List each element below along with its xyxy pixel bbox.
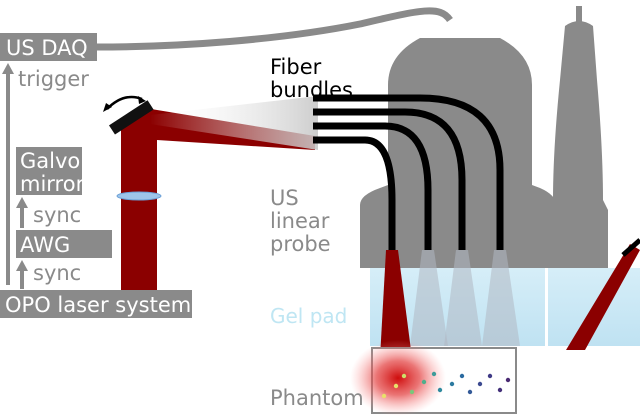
- opo-box: OPO laser system: [0, 290, 192, 318]
- fiber-bundles-label-line1: Fiber: [270, 55, 322, 79]
- sync-arrow-upper: [16, 197, 28, 228]
- fiber-beam-side-view: [566, 244, 640, 350]
- rotation-icon: [103, 95, 146, 112]
- sync-label-upper: sync: [33, 203, 81, 227]
- phantom-glow: [350, 340, 446, 416]
- active-beam: [380, 250, 412, 358]
- laser-beam-vertical: [121, 122, 157, 290]
- awg-label: AWG: [20, 233, 70, 257]
- galvo-label-line2: mirror: [20, 172, 85, 196]
- phantom-targets: [381, 371, 511, 399]
- fiber-bundles: [313, 94, 504, 250]
- us-probe-label-line3: probe: [270, 232, 331, 256]
- galvo-mirror: [108, 100, 154, 135]
- phantom-label: Phantom: [270, 386, 364, 410]
- trigger-arrow: [2, 63, 14, 285]
- sync-label-lower: sync: [33, 261, 81, 285]
- daq-cable: [96, 7, 453, 51]
- opo-label: OPO laser system: [5, 293, 191, 317]
- lens: [116, 191, 162, 201]
- scan-fan: [150, 96, 318, 150]
- trigger-label: trigger: [18, 67, 89, 91]
- us-probe-label-line2: linear: [270, 209, 330, 233]
- galvo-label-line1: Galvo: [20, 149, 80, 173]
- sync-arrow-lower: [16, 260, 28, 289]
- fiber-side-view: [621, 238, 640, 257]
- fiber-output-beams: [410, 250, 520, 346]
- us-probe-side-view: [548, 21, 608, 268]
- gel-pad-label: Gel pad: [270, 304, 347, 328]
- galvo-box: Galvo mirror: [16, 147, 85, 196]
- us-daq-label: US DAQ: [6, 36, 88, 60]
- fiber-bundles-label-line2: bundles: [270, 78, 353, 102]
- us-probe-label-line1: US: [270, 186, 299, 210]
- us-daq-box: US DAQ: [0, 33, 97, 61]
- awg-box: AWG: [16, 230, 112, 258]
